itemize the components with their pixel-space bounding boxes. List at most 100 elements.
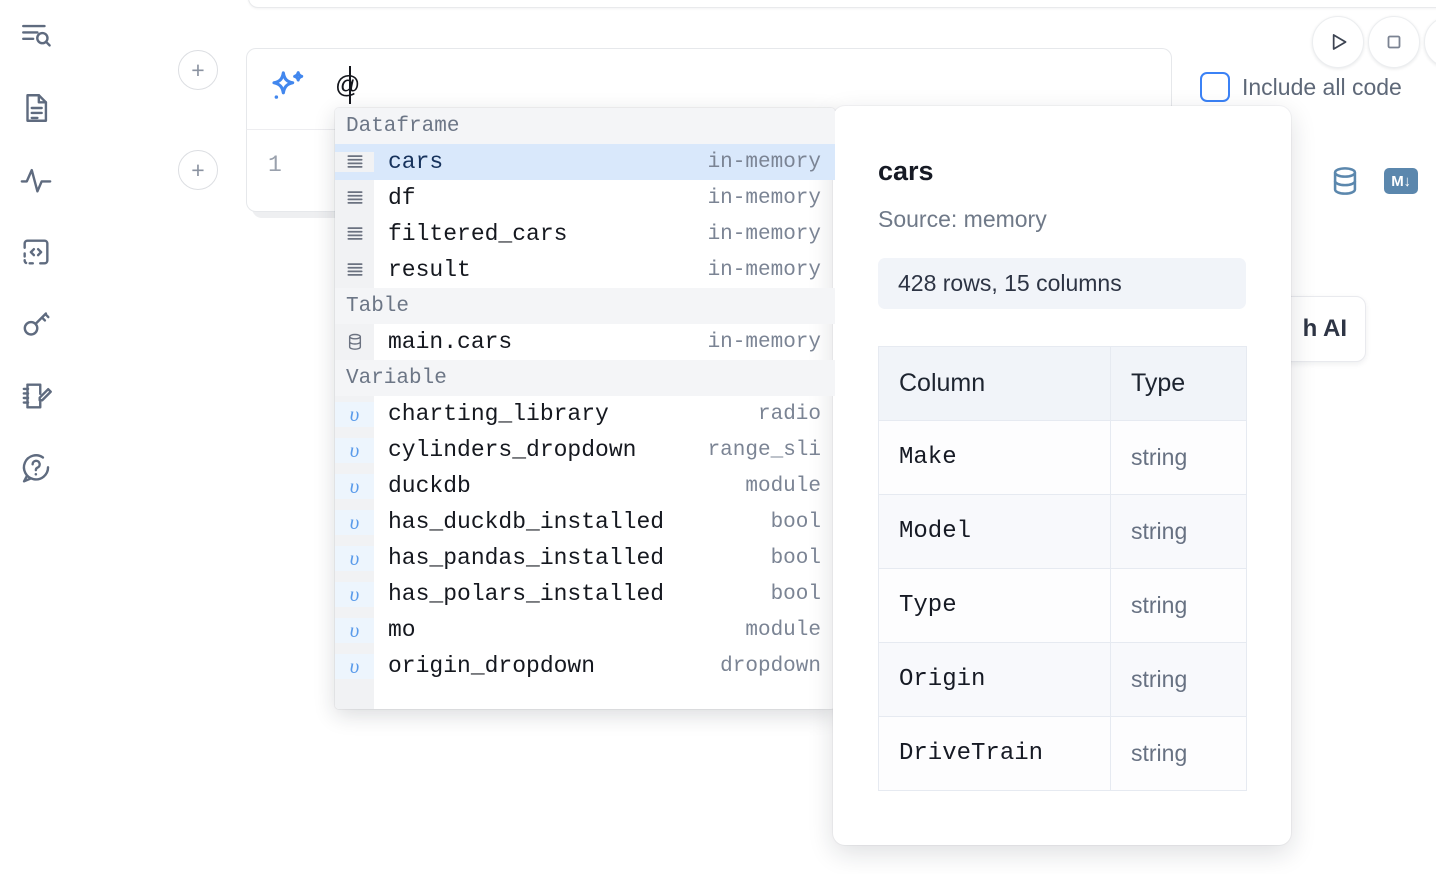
autocomplete-item-name: mo	[388, 617, 416, 643]
autocomplete-item-type: in-memory	[707, 186, 821, 210]
generate-with-ai-label: h AI	[1302, 315, 1347, 342]
autocomplete-item-type: module	[745, 618, 821, 642]
doc-column-type: string	[1110, 642, 1247, 717]
autocomplete-item-type: in-memory	[707, 258, 821, 282]
sparkle-ai-icon	[265, 67, 309, 111]
activity-icon[interactable]	[14, 158, 58, 202]
left-icon-rail	[0, 0, 72, 874]
variable-icon: υ	[335, 509, 374, 535]
autocomplete-item-type: in-memory	[707, 150, 821, 174]
doc-column-type: string	[1110, 716, 1247, 791]
dataframe-icon	[346, 155, 363, 168]
autocomplete-item-type: in-memory	[707, 330, 821, 354]
autocomplete-item-type: bool	[770, 582, 821, 606]
autocomplete-item[interactable]: υ has_pandas_installed bool	[335, 540, 835, 576]
autocomplete-item-type: bool	[770, 510, 821, 534]
doc-source: Source: memory	[878, 206, 1047, 232]
database-icon	[335, 332, 374, 352]
autocomplete-item-name: has_duckdb_installed	[388, 509, 665, 535]
dataframe-icon	[335, 152, 374, 172]
add-cell-below-button[interactable]: +	[178, 150, 218, 190]
doc-column-type: string	[1110, 568, 1247, 643]
autocomplete-item-name: filtered_cars	[388, 221, 568, 247]
stop-cell-button[interactable]	[1368, 16, 1420, 68]
autocomplete-item-type: bool	[770, 546, 821, 570]
database-icon[interactable]	[1328, 164, 1362, 198]
autocomplete-section-header: Table	[335, 288, 835, 324]
autocomplete-item[interactable]: υ charting_library radio	[335, 396, 835, 432]
doc-column-name: Make	[878, 420, 1111, 495]
doc-header-column: Column	[878, 346, 1111, 421]
play-icon	[1332, 34, 1347, 50]
autocomplete-item[interactable]: υ cylinders_dropdown range_sli	[335, 432, 835, 468]
dataframe-icon	[335, 260, 374, 280]
variable-icon: υ	[335, 437, 374, 463]
variable-icon: υ	[335, 473, 374, 499]
variable-icon: υ	[335, 653, 374, 679]
database-icon	[348, 333, 361, 350]
autocomplete-item[interactable]: df in-memory	[335, 180, 835, 216]
doc-column-name: DriveTrain	[878, 716, 1111, 791]
autocomplete-item[interactable]: υ has_duckdb_installed bool	[335, 504, 835, 540]
autocomplete-item[interactable]: result in-memory	[335, 252, 835, 288]
variable-icon: υ	[335, 581, 374, 607]
variable-icon: υ	[335, 401, 374, 427]
doc-column-type: string	[1110, 420, 1247, 495]
code-braces-icon[interactable]	[14, 230, 58, 274]
dataframe-doc-panel: cars Source: memory 428 rows, 15 columns…	[833, 106, 1291, 845]
autocomplete-item-name: cylinders_dropdown	[388, 437, 637, 463]
dataframe-icon	[346, 227, 363, 240]
run-cell-button[interactable]	[1312, 16, 1364, 68]
previous-cell[interactable]	[248, 0, 1436, 8]
add-cell-above-button[interactable]: +	[178, 50, 218, 90]
include-all-code-label: Include all code	[1242, 73, 1402, 100]
document-icon[interactable]	[14, 86, 58, 130]
autocomplete-item[interactable]: filtered_cars in-memory	[335, 216, 835, 252]
autocomplete-item-name: charting_library	[388, 401, 609, 427]
autocomplete-item-name: result	[388, 257, 471, 283]
notebook-pencil-icon[interactable]	[14, 374, 58, 418]
doc-column-name: Origin	[878, 642, 1111, 717]
dataframe-icon	[346, 263, 363, 276]
doc-column-name: Model	[878, 494, 1111, 569]
doc-column-name: Type	[878, 568, 1111, 643]
include-all-code-row[interactable]: Include all code	[1200, 72, 1402, 102]
help-chat-icon[interactable]	[14, 446, 58, 490]
variable-icon: υ	[335, 545, 374, 571]
more-actions-button[interactable]	[1424, 16, 1436, 68]
doc-header-type: Type	[1110, 346, 1247, 421]
cell-type-icons: M↓	[1328, 164, 1418, 198]
outline-search-icon[interactable]	[14, 14, 58, 58]
autocomplete-section-header: Variable	[335, 360, 835, 396]
autocomplete-item-name: cars	[388, 149, 444, 175]
add-icon: +	[191, 156, 205, 183]
ai-prompt-input[interactable]: @	[335, 71, 361, 99]
key-icon[interactable]	[14, 302, 58, 346]
doc-title: cars	[878, 156, 934, 186]
autocomplete-item-type: in-memory	[707, 222, 821, 246]
autocomplete-item-name: df	[388, 185, 416, 211]
variable-icon: υ	[335, 617, 374, 643]
autocomplete-item[interactable]: cars in-memory	[335, 144, 835, 180]
autocomplete-item-type: range_sli	[707, 438, 821, 462]
markdown-icon[interactable]: M↓	[1384, 168, 1418, 194]
autocomplete-item-type: radio	[757, 402, 821, 426]
autocomplete-item-name: duckdb	[388, 473, 471, 499]
autocomplete-item-name: has_pandas_installed	[388, 545, 665, 571]
include-all-code-checkbox[interactable]	[1200, 72, 1230, 102]
line-number: 1	[268, 152, 282, 178]
